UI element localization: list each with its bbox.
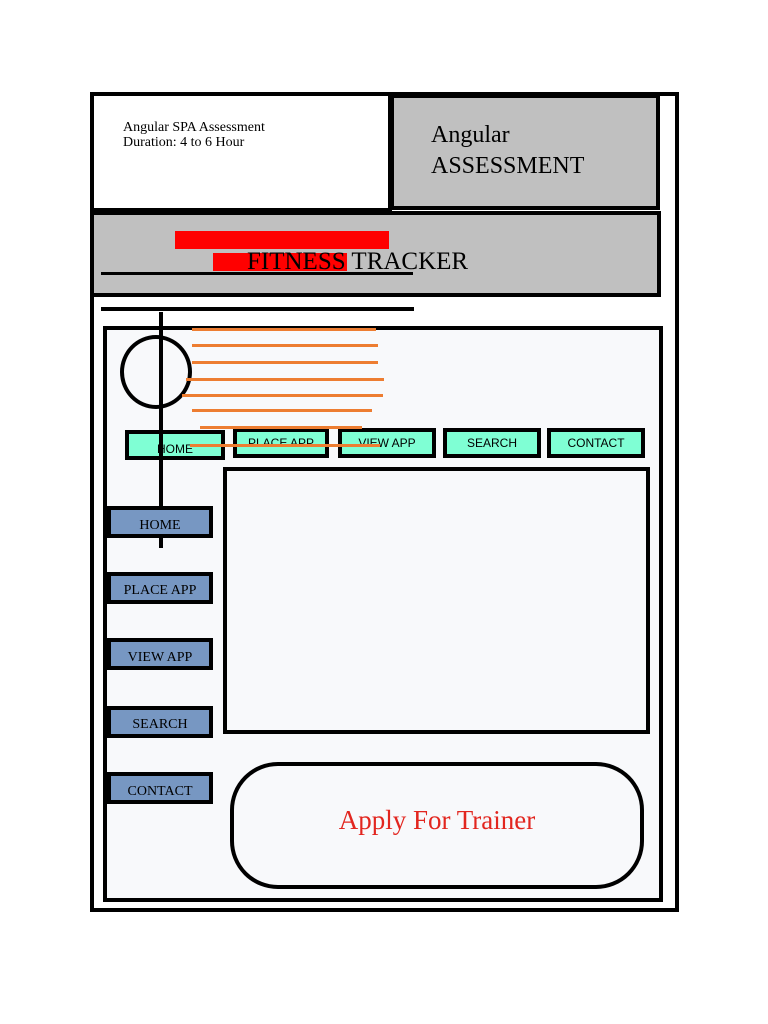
side-nav-search[interactable]: SEARCH (107, 706, 213, 738)
app-title-banner (90, 211, 661, 297)
title-underline (101, 272, 413, 275)
side-nav-label: PLACE APP (123, 583, 197, 598)
side-nav-place-app[interactable]: PLACE APP (107, 572, 213, 604)
top-nav-contact[interactable]: CONTACT (547, 428, 645, 458)
scribble-line (192, 409, 372, 412)
app-title: FITNESS TRACKER (247, 248, 469, 275)
scribble-line (192, 361, 378, 364)
scribble-line (190, 444, 380, 447)
side-nav-contact[interactable]: CONTACT (107, 772, 213, 804)
scribble-line (186, 378, 384, 381)
top-nav-label: CONTACT (567, 436, 625, 450)
side-nav-label: CONTACT (127, 784, 193, 799)
top-nav-label: SEARCH (466, 436, 517, 450)
top-nav-label: HOME (157, 442, 193, 456)
apply-for-trainer-button[interactable]: Apply For Trainer (230, 762, 644, 889)
scribble-line (200, 426, 362, 429)
top-nav-search[interactable]: SEARCH (443, 428, 541, 458)
top-nav-place-app[interactable]: PLACE APP (233, 428, 329, 458)
assessment-duration: Duration: 4 to 6 Hour (123, 135, 245, 150)
redaction-bar-top (175, 231, 389, 249)
title-line-assessment: ASSESSMENT (431, 153, 585, 179)
main-content-area (223, 467, 650, 734)
crosshair-horizontal-line (101, 307, 414, 311)
assessment-title-panel: Angular ASSESSMENT (390, 94, 660, 210)
title-line-angular: Angular (431, 122, 510, 148)
side-nav-label: VIEW APP (127, 650, 193, 665)
top-nav-view-app[interactable]: VIEW APP (338, 428, 436, 458)
scribble-line (182, 394, 383, 397)
redaction-bar-bottom (213, 253, 347, 271)
top-nav-label: PLACE APP (247, 436, 315, 450)
side-nav-label: HOME (139, 518, 181, 533)
assessment-name: Angular SPA Assessment (123, 120, 265, 135)
scribble-line (192, 344, 378, 347)
side-nav-home[interactable]: HOME (107, 506, 213, 538)
crosshair-vertical-line (159, 312, 163, 548)
top-nav-label: VIEW APP (358, 436, 416, 450)
logo-circle (120, 335, 192, 409)
side-nav-view-app[interactable]: VIEW APP (107, 638, 213, 670)
assessment-info-panel: Angular SPA Assessment Duration: 4 to 6 … (90, 92, 392, 212)
side-nav-label: SEARCH (132, 717, 188, 732)
scribble-line (192, 328, 376, 331)
apply-for-trainer-label: Apply For Trainer (338, 805, 536, 835)
